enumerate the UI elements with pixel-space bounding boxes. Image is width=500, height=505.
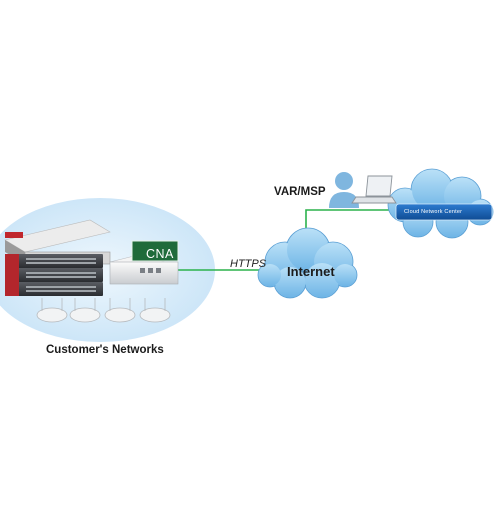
https-link-label: HTTPS: [230, 258, 267, 270]
internet-label: Internet: [287, 264, 335, 279]
partner-label: VAR/MSP: [274, 186, 326, 198]
customer-network-label: Customer's Networks: [46, 344, 164, 356]
cloud-link-line: [305, 209, 400, 228]
cna-label: CNA: [146, 247, 174, 261]
cna-appliance-icon: [109, 240, 179, 285]
router-stack-icon: [4, 219, 111, 296]
cloud-center-label: Cloud Network Center: [404, 209, 463, 215]
cloud-center-box: [395, 203, 493, 221]
access-point-icon: [36, 298, 171, 323]
laptop-icon: [351, 175, 397, 204]
user-icon: [329, 172, 359, 208]
